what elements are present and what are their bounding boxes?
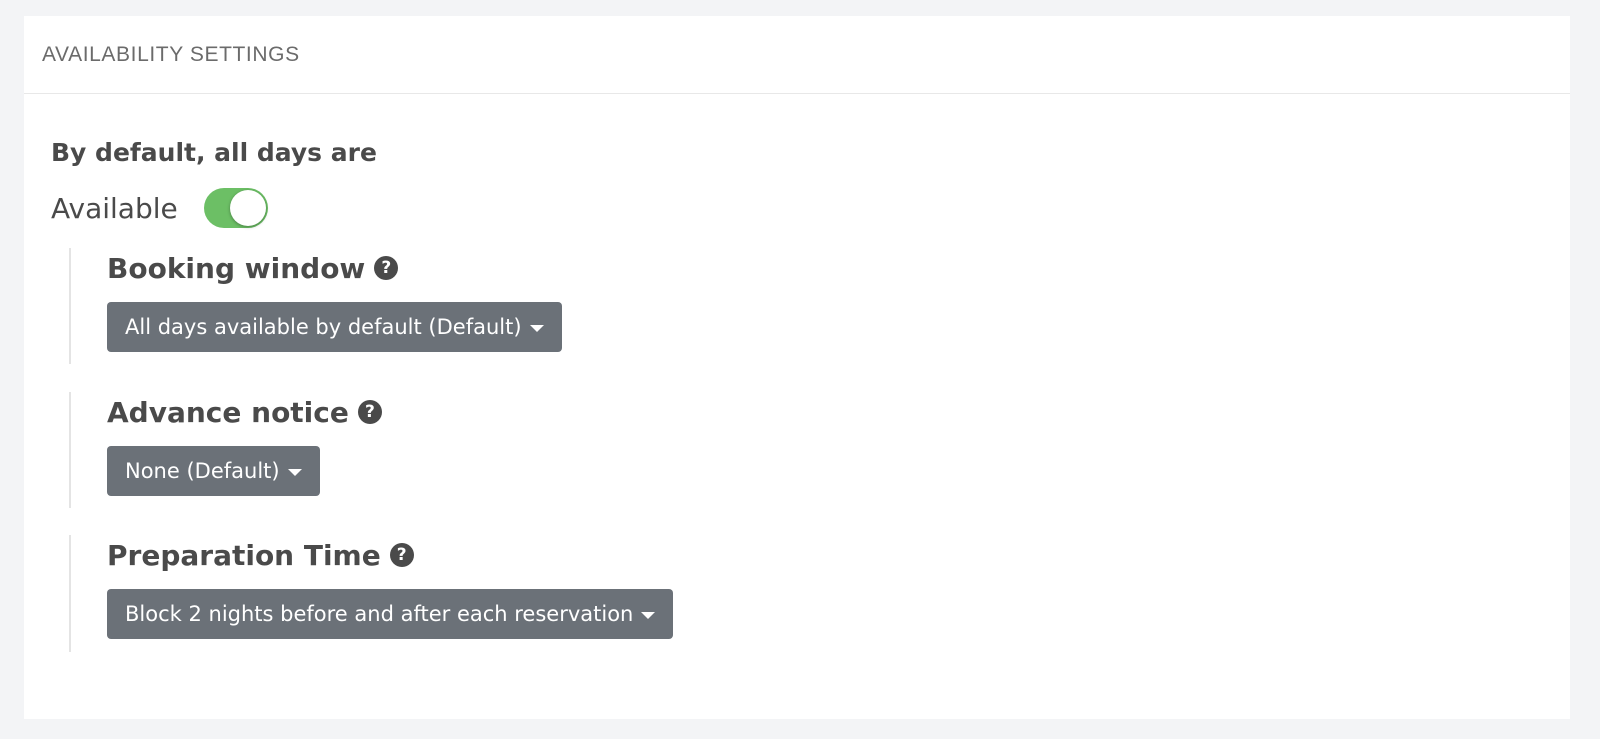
question-circle-icon[interactable]: ? xyxy=(374,256,399,280)
question-circle-icon[interactable]: ? xyxy=(357,400,382,424)
preparation-time-section: Preparation Time ? Block 2 nights before… xyxy=(69,535,674,652)
question-circle-icon[interactable]: ? xyxy=(389,543,414,567)
panel-header: AVAILABILITY SETTINGS xyxy=(24,16,1570,94)
advance-notice-title: Advance notice ? xyxy=(107,392,382,432)
available-row: Available xyxy=(51,188,268,228)
preparation-time-dropdown[interactable]: Block 2 nights before and after each res… xyxy=(107,589,674,639)
preparation-time-selected: Block 2 nights before and after each res… xyxy=(125,602,634,626)
booking-window-label: Booking window xyxy=(107,251,366,285)
available-toggle[interactable] xyxy=(203,188,268,228)
booking-window-title: Booking window ? xyxy=(107,248,562,288)
booking-window-dropdown[interactable]: All days available by default (Default) xyxy=(107,302,562,352)
caret-down-icon xyxy=(529,325,544,332)
booking-window-selected: All days available by default (Default) xyxy=(125,315,522,339)
availability-settings-panel: AVAILABILITY SETTINGS By default, all da… xyxy=(24,16,1570,719)
caret-down-icon xyxy=(287,469,302,476)
preparation-time-title: Preparation Time ? xyxy=(107,535,673,575)
advance-notice-label: Advance notice xyxy=(107,395,349,429)
booking-window-section: Booking window ? All days available by d… xyxy=(69,248,562,364)
advance-notice-section: Advance notice ? None (Default) xyxy=(69,392,382,508)
default-availability-heading: By default, all days are xyxy=(51,138,377,167)
advance-notice-selected: None (Default) xyxy=(125,459,280,483)
preparation-time-label: Preparation Time xyxy=(107,538,381,572)
advance-notice-dropdown[interactable]: None (Default) xyxy=(107,446,320,496)
caret-down-icon xyxy=(641,612,656,619)
panel-title: AVAILABILITY SETTINGS xyxy=(42,42,300,66)
available-label: Available xyxy=(51,191,178,225)
toggle-knob xyxy=(229,190,266,226)
